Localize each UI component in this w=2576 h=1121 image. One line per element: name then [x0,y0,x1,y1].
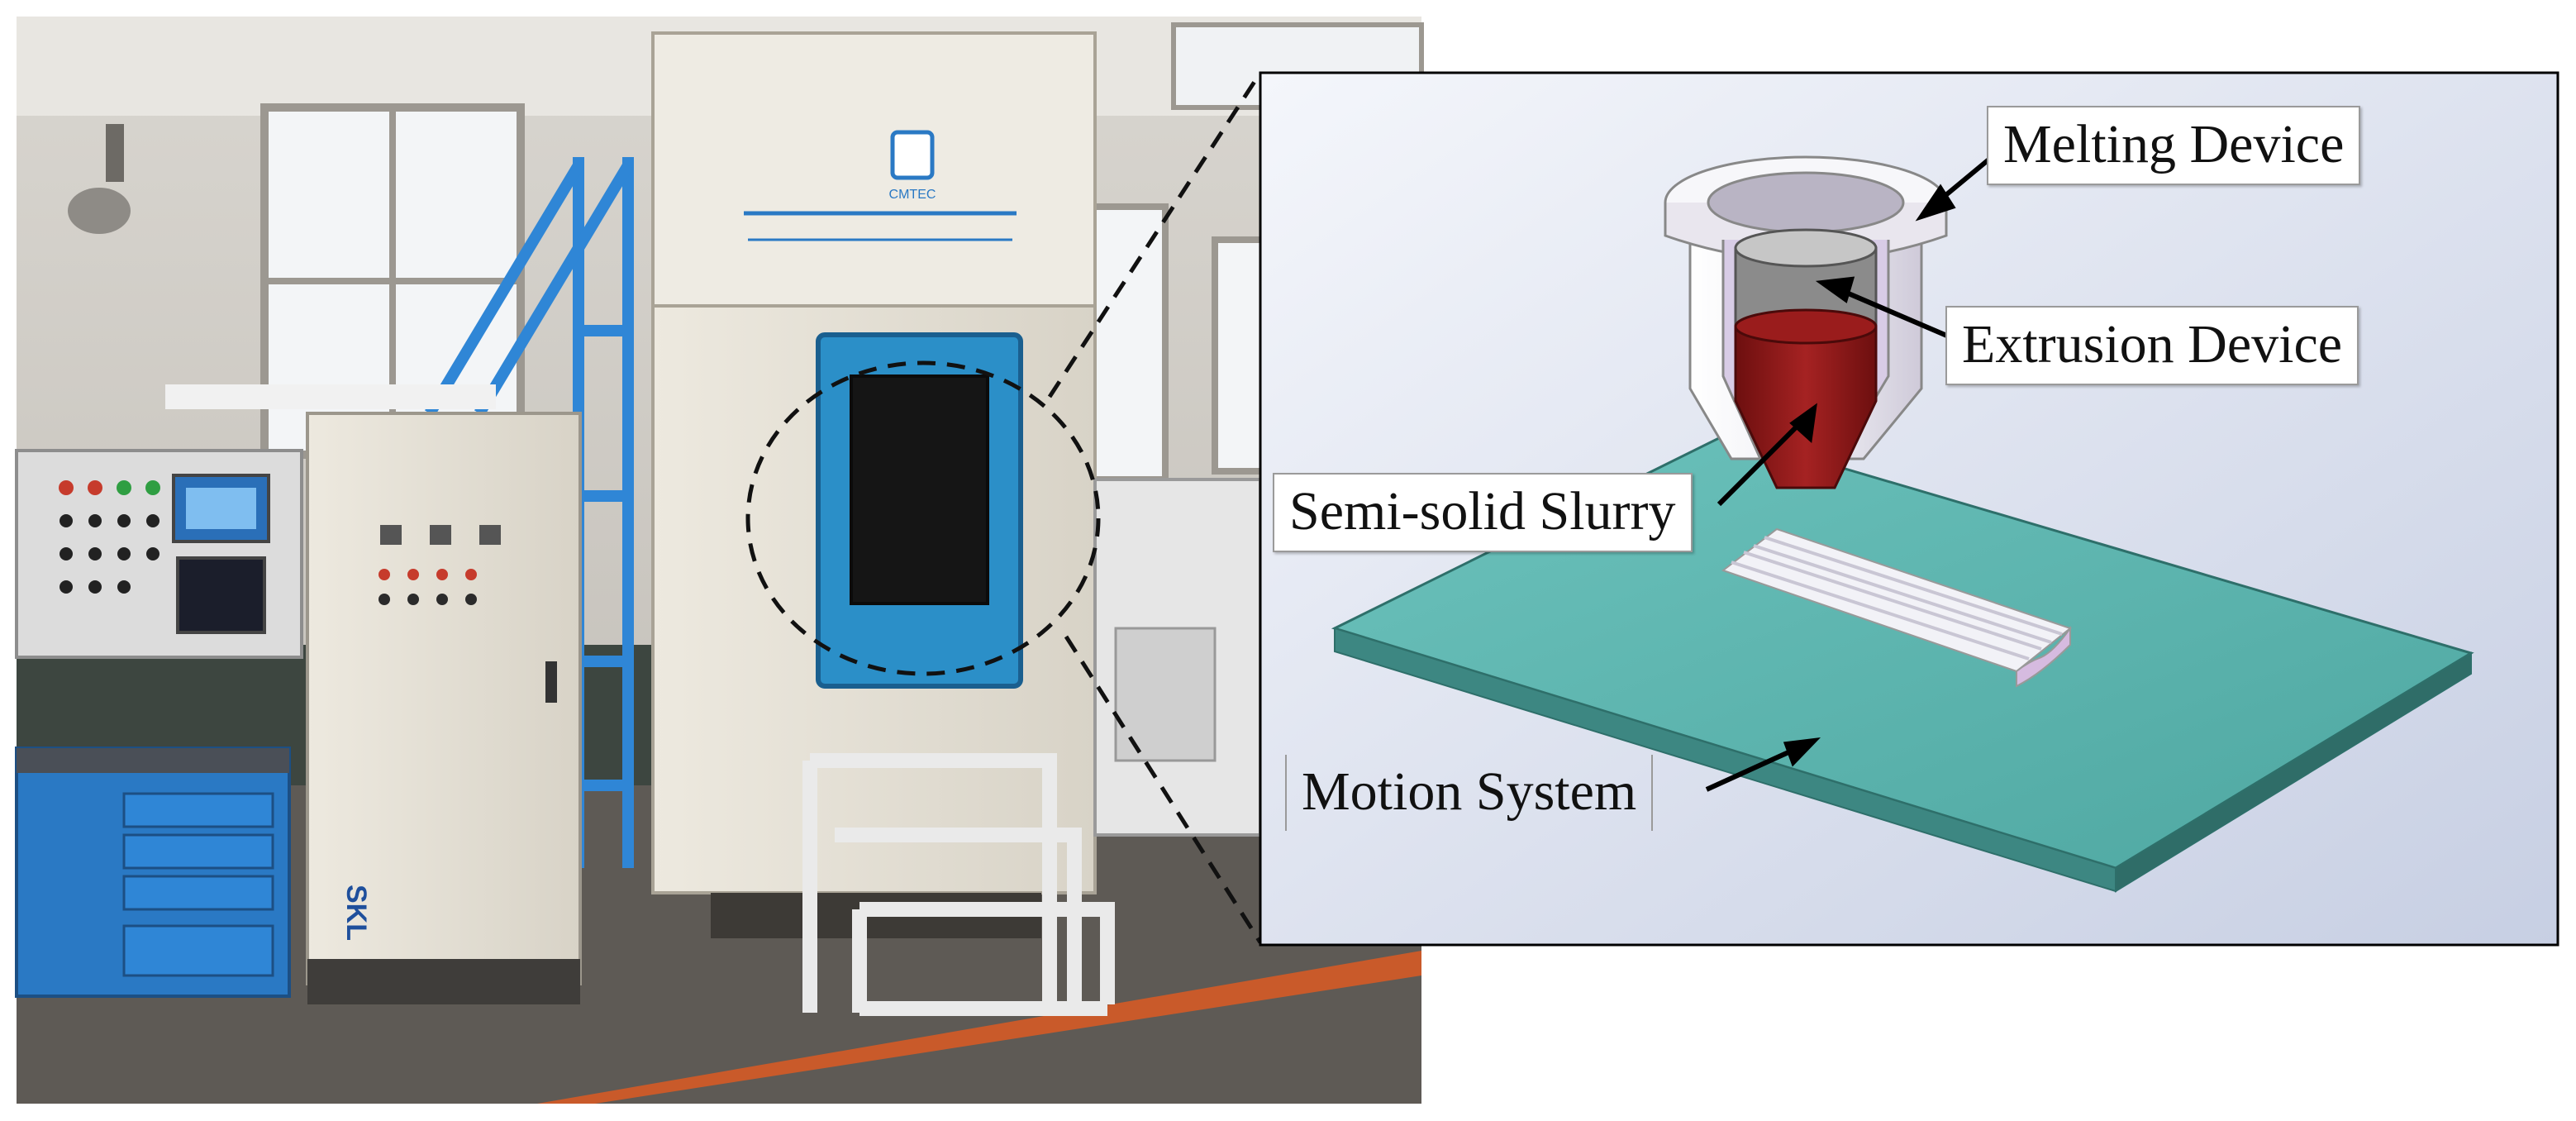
white-steps [802,753,1115,1016]
printed-part [1721,527,2073,688]
auxiliary-machine [1093,478,1262,837]
floor-orange-line [537,951,1421,1104]
label-semi-solid-slurry: Semi-solid Slurry [1273,473,1693,552]
electrical-cabinet: SKL [306,412,582,1004]
printer-tower: CMTEC [651,31,1097,938]
svg-text:CMTEC: CMTEC [889,188,936,202]
zoom-leader-lines [1047,71,1263,944]
callout-arrows [1705,155,1993,792]
machine-title-lines [744,211,1017,241]
blue-tool-cabinet [15,747,291,998]
schematic-panel [1259,71,2559,947]
label-melting-device: Melting Device [1987,106,2361,185]
loudspeaker-icon [68,124,131,234]
machine-logo: CMTEC [889,130,936,202]
cabinet-brand-text: SKL [340,885,372,941]
zoom-circle [745,360,1101,676]
equipment-photo: SKL CMTEC [15,17,1424,1104]
door-window [850,374,989,605]
control-panel [15,449,303,659]
label-motion-system: Motion System [1285,755,1654,831]
melting-device [1664,155,1948,489]
label-extrusion-device: Extrusion Device [1945,306,2359,385]
